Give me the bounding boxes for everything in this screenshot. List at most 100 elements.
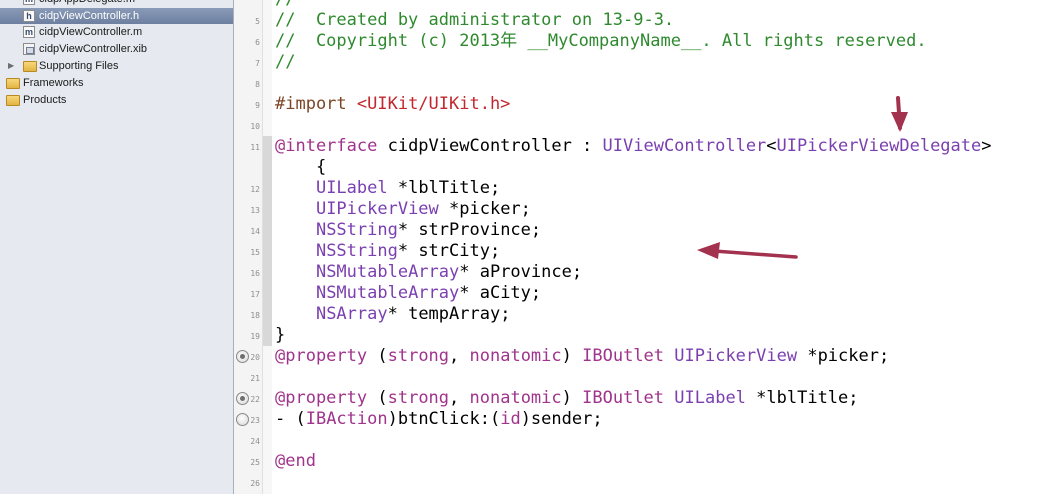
code-token-plain: }: [275, 325, 286, 345]
code-line[interactable]: NSMutableArray* aProvince;: [275, 262, 582, 283]
navigator-item-label: cidpViewController.m: [39, 26, 143, 38]
code-line[interactable]: // Created by administrator on 13-9-3.: [275, 10, 674, 31]
line-number: 12: [250, 185, 260, 194]
code-line[interactable]: @property (strong, nonatomic) IBOutlet U…: [275, 346, 889, 367]
code-token-plain: [275, 304, 316, 324]
code-token-plain: * strCity;: [397, 241, 501, 261]
outlet-connected-icon[interactable]: [236, 350, 249, 363]
navigator-item-label: cidpViewController.h: [39, 10, 140, 22]
line-number: 19: [250, 332, 260, 341]
code-token-class: UILabel: [315, 178, 388, 198]
navigator-item-products[interactable]: Products: [0, 92, 233, 108]
code-token-keyword: @property: [275, 346, 368, 366]
file-type-badge: m: [25, 0, 33, 4]
file-type-badge: h: [26, 11, 32, 21]
project-navigator[interactable]: m cidpAppDelegate.m h cidpViewController.h m…: [0, 0, 234, 494]
code-token-plain: [275, 241, 316, 261]
navigator-item-label: cidpAppDelegate.m: [39, 0, 135, 7]
navigator-item-frameworks[interactable]: Frameworks: [0, 75, 233, 91]
code-line[interactable]: NSArray* tempArray;: [275, 304, 510, 325]
code-token-class: UIPickerView: [315, 199, 439, 219]
navigator-item-supporting-files[interactable]: ▶Supporting Files: [0, 58, 233, 74]
line-number: 8: [255, 80, 260, 89]
line-number: 9: [255, 101, 260, 110]
navigator-item-cidpviewcontroller-xib[interactable]: cidpViewController.xib: [0, 41, 233, 57]
code-line[interactable]: }: [275, 325, 285, 346]
source-file-icon: m: [23, 26, 35, 38]
change-marker: [263, 136, 272, 157]
code-token-plain: * tempArray;: [387, 304, 511, 324]
code-token-string: <UIKit/UIKit.h>: [356, 94, 511, 114]
code-line[interactable]: NSMutableArray* aCity;: [275, 283, 541, 304]
line-number: 17: [250, 290, 260, 299]
code-line[interactable]: {: [275, 157, 326, 178]
code-token-plain: [664, 346, 674, 366]
navigator-item-cidpappdelegate-m[interactable]: m cidpAppDelegate.m: [0, 0, 233, 7]
code-token-keyword: nonatomic: [469, 388, 562, 408]
code-token-comment: //: [275, 0, 295, 9]
code-token-plain: (: [367, 388, 388, 408]
code-token-plain: ): [561, 388, 583, 408]
code-line[interactable]: @interface cidpViewController : UIViewCo…: [275, 136, 992, 157]
code-line[interactable]: NSString* strCity;: [275, 241, 500, 262]
code-token-plain: )sender;: [520, 409, 603, 429]
change-marker: [263, 178, 272, 199]
outlet-connected-icon[interactable]: [236, 392, 249, 405]
outlet-disconnected-icon[interactable]: [236, 413, 249, 426]
change-marker: [263, 157, 272, 178]
code-line[interactable]: //: [275, 0, 295, 10]
code-token-keyword: strong: [387, 388, 450, 408]
change-marker: [263, 220, 272, 241]
code-token-plain: [275, 199, 316, 219]
line-number: 7: [255, 59, 260, 68]
code-token-plain: [664, 388, 674, 408]
change-marker: [263, 241, 272, 262]
navigator-item-label: Frameworks: [23, 77, 84, 89]
code-token-keyword: strong: [387, 346, 450, 366]
code-token-plain: *lblTitle;: [387, 178, 501, 198]
line-number: 26: [250, 479, 260, 488]
code-token-pre: #import: [275, 94, 357, 114]
code-line[interactable]: UILabel *lblTitle;: [275, 178, 500, 199]
navigator-item-cidpviewcontroller-h[interactable]: h cidpViewController.h: [0, 8, 233, 24]
code-token-plain: cidpViewController :: [377, 136, 603, 156]
code-token-plain: [275, 220, 316, 240]
code-token-class: NSString: [315, 241, 398, 261]
code-token-plain: <: [766, 136, 777, 156]
code-token-keyword: @end: [275, 451, 316, 471]
code-token-class: NSMutableArray: [315, 283, 460, 303]
code-line[interactable]: - (IBAction)btnClick:(id)sender;: [275, 409, 603, 430]
line-number: 13: [250, 206, 260, 215]
folder-icon: [23, 61, 37, 72]
code-line[interactable]: UIPickerView *picker;: [275, 199, 531, 220]
code-token-keyword: nonatomic: [469, 346, 562, 366]
code-line[interactable]: @property (strong, nonatomic) IBOutlet U…: [275, 388, 859, 409]
line-number: 24: [250, 437, 260, 446]
code-token-plain: *picker;: [797, 346, 890, 366]
code-line[interactable]: @end: [275, 451, 316, 472]
code-line[interactable]: // Copyright (c) 2013年 __MyCompanyName__…: [275, 31, 927, 52]
source-editor[interactable]: //5// Created by administrator on 13-9-3…: [234, 0, 1052, 494]
source-file-icon: m: [23, 0, 35, 5]
code-line[interactable]: //: [275, 52, 295, 73]
change-marker: [263, 325, 272, 346]
code-token-plain: * strProvince;: [397, 220, 542, 240]
folder-icon: [6, 95, 20, 106]
line-number: 25: [250, 458, 260, 467]
code-line[interactable]: NSString* strProvince;: [275, 220, 541, 241]
disclosure-triangle-icon[interactable]: ▶: [8, 61, 15, 70]
code-token-plain: * aCity;: [459, 283, 542, 303]
code-token-comment: // Copyright (c) 2013年 __MyCompanyName__…: [275, 31, 927, 51]
code-token-keyword: id: [500, 409, 521, 429]
line-number: 11: [250, 143, 260, 152]
navigator-item-cidpviewcontroller-m[interactable]: m cidpViewController.m: [0, 24, 233, 40]
line-number: 16: [250, 269, 260, 278]
line-number: 20: [250, 353, 260, 362]
code-token-class: NSString: [315, 220, 398, 240]
code-token-plain: ): [561, 346, 583, 366]
line-number: 22: [250, 395, 260, 404]
line-number: 23: [250, 416, 260, 425]
code-token-class: NSMutableArray: [315, 262, 460, 282]
code-line[interactable]: #import <UIKit/UIKit.h>: [275, 94, 510, 115]
line-number: 10: [250, 122, 260, 131]
